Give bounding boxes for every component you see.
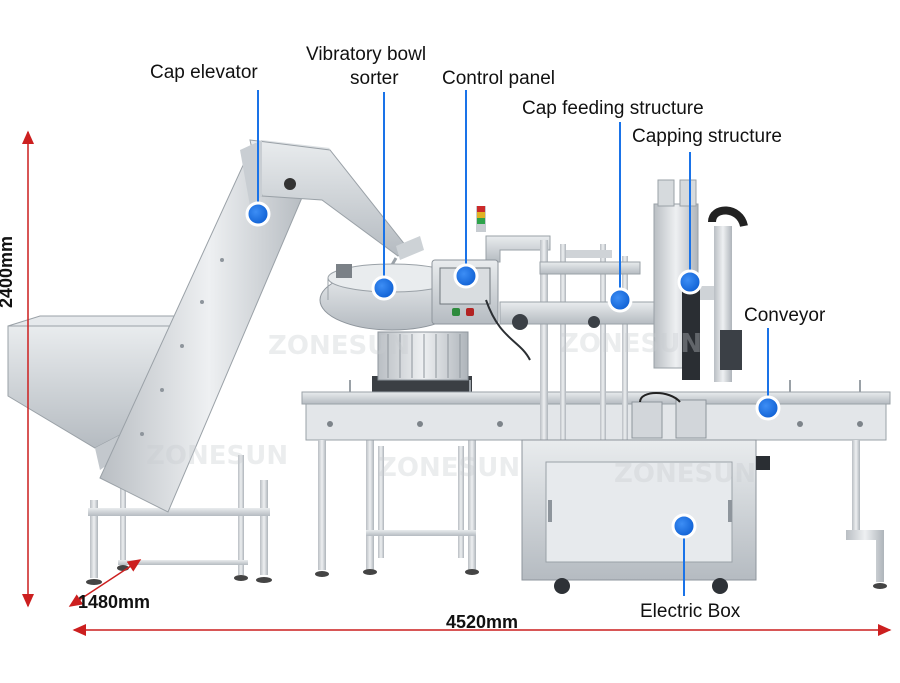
watermark-5: ZONESUN (614, 459, 756, 489)
dimension-lines (22, 130, 892, 636)
marker-electric-box (671, 513, 697, 539)
electric-box (521, 392, 770, 594)
marker-cap-elevator (245, 201, 271, 227)
watermark-4: ZONESUN (378, 453, 520, 483)
cap-elevator (7, 139, 424, 585)
dimension-height: 2400mm (0, 235, 17, 309)
dimension-depth: 1480mm (78, 592, 151, 612)
watermarks: ZONESUN ZONESUN ZONESUN ZONESUN ZONESUN (146, 329, 756, 489)
leader-lines (257, 90, 769, 596)
capping-structure (653, 179, 748, 382)
marker-cap-feeding (607, 287, 633, 313)
label-capping: Capping structure (632, 126, 782, 147)
marker-control-panel (453, 263, 479, 289)
label-conveyor: Conveyor (744, 305, 826, 326)
label-control-panel: Control panel (442, 68, 556, 89)
dimension-length: 4520mm (446, 612, 519, 632)
marker-conveyor (755, 395, 781, 421)
label-vibratory-bowl-line2: sorter (350, 68, 399, 89)
label-vibratory-bowl-line1: Vibratory bowl (306, 44, 427, 65)
watermark-2: ZONESUN (560, 329, 702, 359)
label-cap-elevator: Cap elevator (150, 62, 258, 83)
markers (245, 201, 781, 539)
label-electric-box: Electric Box (640, 601, 741, 622)
marker-capping (677, 269, 703, 295)
label-cap-feeding: Cap feeding structure (522, 98, 704, 119)
watermark-3: ZONESUN (146, 441, 288, 471)
cap-feeding-structure (485, 240, 661, 440)
conveyor (301, 380, 891, 589)
depth-dimension-line (68, 559, 142, 607)
marker-vibratory-bowl (371, 275, 397, 301)
watermark-1: ZONESUN (268, 331, 410, 361)
